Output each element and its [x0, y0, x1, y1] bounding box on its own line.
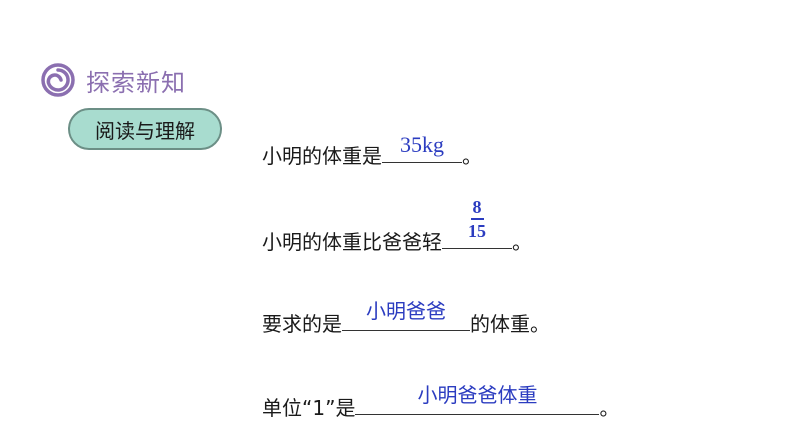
answer-blank-3: 小明爸爸	[342, 299, 470, 331]
line-3-prefix: 要求的是	[262, 312, 342, 336]
question-line-4: 单位“1”是 小明爸爸体重。	[262, 383, 620, 421]
section-header: 探索新知	[40, 58, 186, 102]
line-1-prefix: 小明的体重是	[262, 144, 382, 168]
line-1-suffix: 。	[462, 144, 482, 168]
answer-3: 小明爸爸	[366, 299, 446, 323]
line-4-prefix: 单位“1”是	[262, 396, 356, 420]
reading-badge: 阅读与理解	[68, 108, 222, 150]
line-2-suffix: 。	[512, 230, 532, 254]
question-line-3: 要求的是小明爸爸的体重。	[262, 299, 550, 337]
section-title: 探索新知	[86, 68, 186, 97]
answer-blank-1: 35kg	[382, 132, 462, 163]
question-line-1: 小明的体重是 35kg 。	[262, 132, 482, 169]
answer-blank-4: 小明爸爸体重	[355, 383, 600, 415]
line-3-suffix: 的体重。	[470, 312, 550, 336]
fraction-numerator: 8	[470, 196, 484, 220]
line-2-prefix: 小明的体重比爸爸轻	[262, 230, 442, 254]
spiral-icon	[41, 63, 75, 97]
answer-4: 小明爸爸体重	[417, 383, 538, 407]
line-4-suffix: 。	[599, 396, 620, 420]
answer-1: 35kg	[400, 132, 444, 157]
fraction-denominator: 15	[468, 221, 486, 241]
